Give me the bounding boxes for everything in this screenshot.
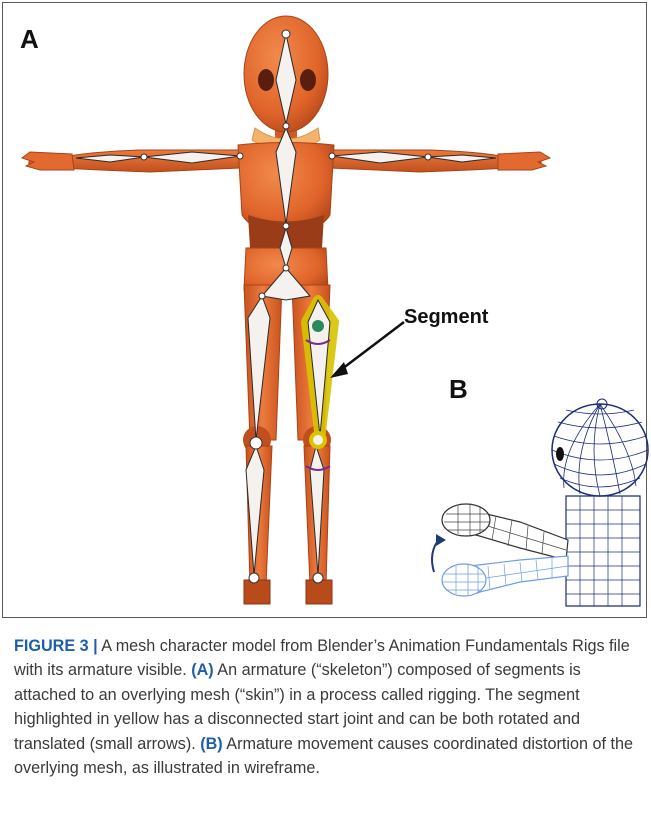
figure-caption: FIGURE 3 | A mesh character model from B… bbox=[14, 634, 638, 780]
caption-ref-a: (A) bbox=[191, 661, 213, 679]
segment-callout-arrow bbox=[330, 322, 404, 378]
caption-figure-number: FIGURE 3 | bbox=[14, 637, 98, 655]
panel-b-label: B bbox=[449, 374, 468, 405]
panel-a-label: A bbox=[20, 24, 39, 55]
caption-ref-b: (B) bbox=[200, 735, 222, 753]
segment-callout-label: Segment bbox=[404, 306, 488, 329]
armature bbox=[76, 34, 496, 575]
wireframe-model bbox=[432, 399, 648, 606]
figure-illustration bbox=[0, 0, 651, 620]
